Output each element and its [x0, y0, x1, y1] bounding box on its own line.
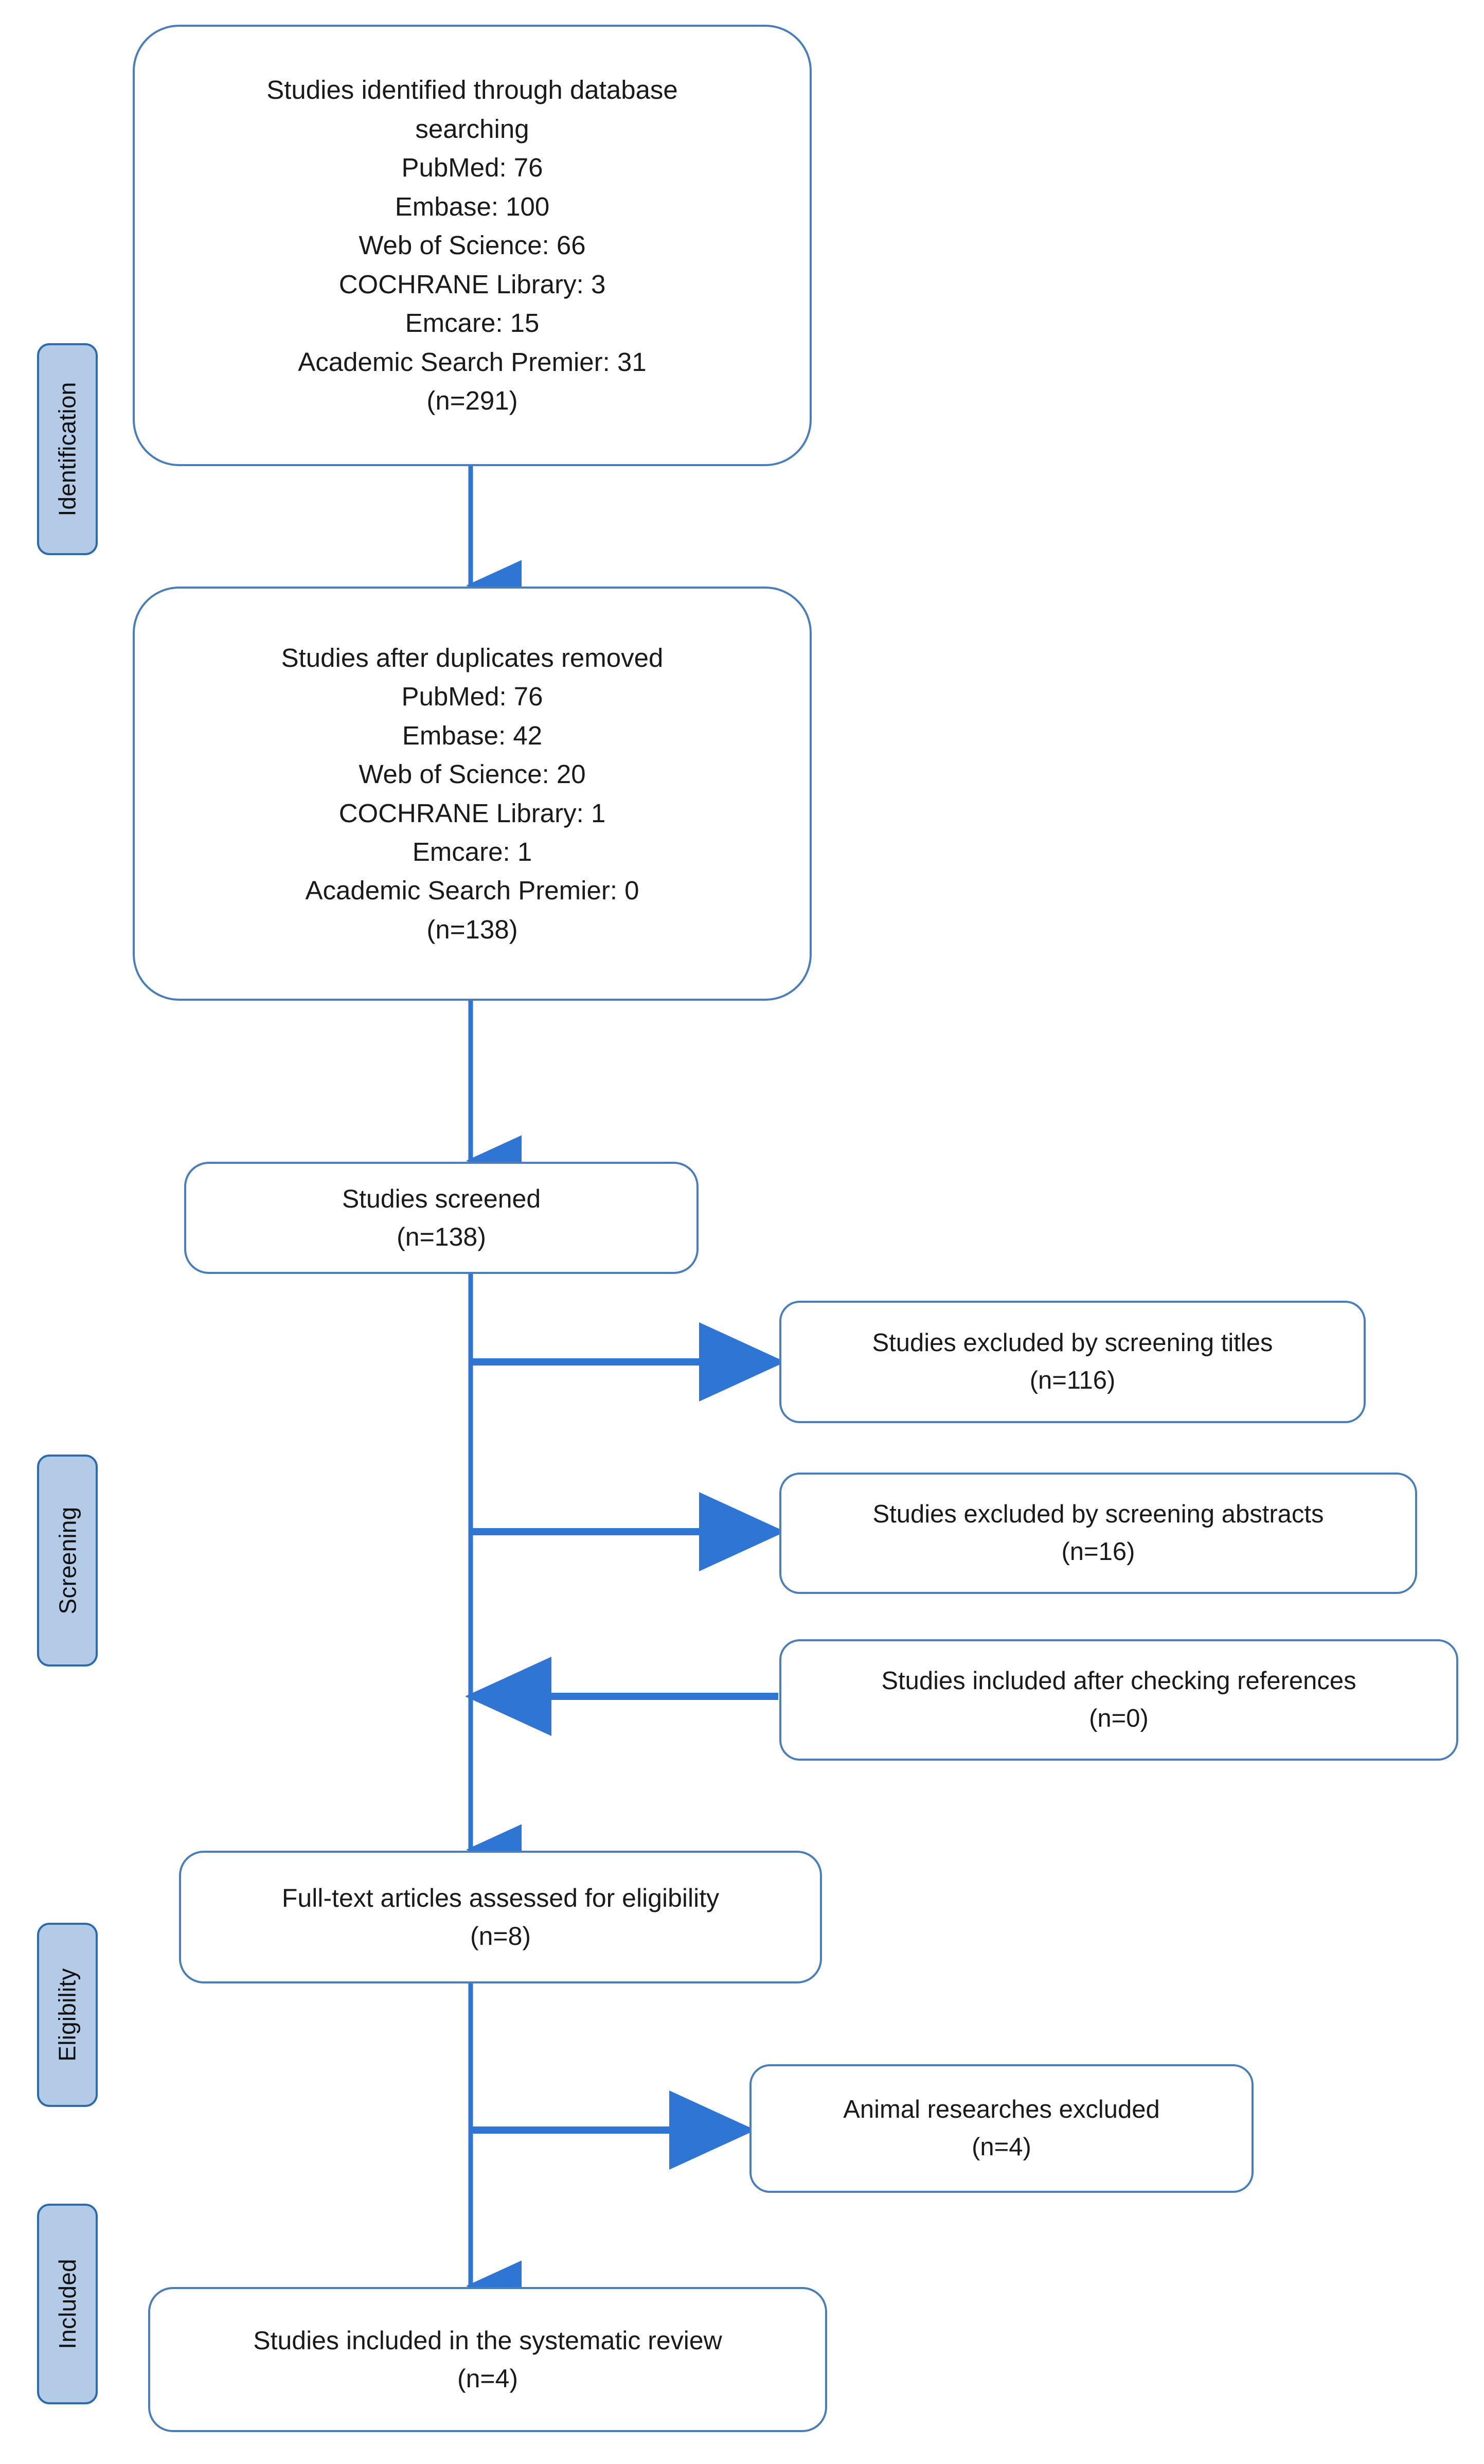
box-studies-after-duplicates-text: Studies after duplicates removed PubMed:… — [281, 643, 664, 944]
stage-label-screening-text: Screening — [54, 1506, 81, 1615]
box-studies-screened[interactable]: Studies screened (n=138) — [184, 1162, 699, 1274]
box-excluded-by-titles-text: Studies excluded by screening titles (n=… — [872, 1329, 1273, 1394]
box-studies-after-duplicates[interactable]: Studies after duplicates removed PubMed:… — [133, 587, 812, 1001]
box-excluded-by-abstracts[interactable]: Studies excluded by screening abstracts … — [779, 1473, 1417, 1594]
box-animal-researches-excluded[interactable]: Animal researches excluded (n=4) — [749, 2064, 1254, 2193]
stage-label-identification-text: Identification — [54, 382, 81, 517]
box-studies-screened-text: Studies screened (n=138) — [342, 1184, 541, 1251]
stage-label-identification: Identification — [37, 343, 98, 555]
box-studies-identified[interactable]: Studies identified through database sear… — [133, 25, 812, 466]
stage-label-eligibility: Eligibility — [37, 1923, 98, 2107]
box-full-text-assessed[interactable]: Full-text articles assessed for eligibil… — [179, 1851, 822, 1983]
stage-label-screening: Screening — [37, 1455, 98, 1667]
stage-label-included: Included — [37, 2204, 98, 2404]
box-excluded-by-titles[interactable]: Studies excluded by screening titles (n=… — [779, 1301, 1366, 1423]
box-studies-included-systematic-review[interactable]: Studies included in the systematic revie… — [148, 2287, 827, 2432]
stage-label-eligibility-text: Eligibility — [54, 1968, 81, 2062]
box-included-after-references-text: Studies included after checking referenc… — [881, 1667, 1356, 1732]
box-studies-identified-text: Studies identified through database sear… — [266, 75, 678, 416]
box-animal-researches-excluded-text: Animal researches excluded (n=4) — [843, 2096, 1160, 2161]
box-included-after-references[interactable]: Studies included after checking referenc… — [779, 1639, 1458, 1761]
stage-label-included-text: Included — [54, 2259, 81, 2349]
box-excluded-by-abstracts-text: Studies excluded by screening abstracts … — [872, 1500, 1324, 1566]
box-studies-included-systematic-review-text: Studies included in the systematic revie… — [253, 2326, 722, 2393]
box-full-text-assessed-text: Full-text articles assessed for eligibil… — [281, 1884, 720, 1951]
